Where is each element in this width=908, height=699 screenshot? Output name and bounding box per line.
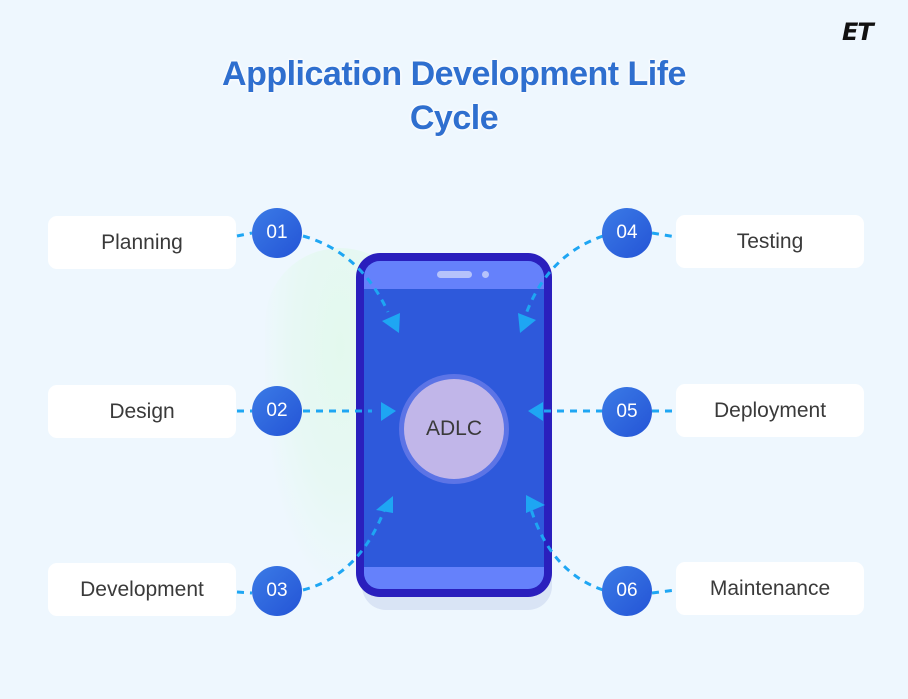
phone-bottom-bar — [364, 567, 544, 589]
curve-06 — [528, 505, 604, 592]
connector-testing — [651, 231, 677, 239]
step-card-deployment: Deployment — [676, 384, 864, 437]
step-label: Testing — [736, 229, 804, 253]
step-label: Design — [109, 399, 175, 423]
adlc-label: ADLC — [425, 417, 483, 440]
adlc-hub: ADLC — [404, 379, 504, 479]
arrow-head-06 — [526, 495, 545, 513]
step-badge-02: 02 — [252, 386, 302, 436]
step-number: 03 — [266, 580, 288, 601]
step-label: Deployment — [713, 398, 827, 422]
phone-illustration: ADLC — [356, 253, 552, 597]
step-card-planning: Planning — [48, 216, 236, 269]
curve-01 — [302, 234, 390, 313]
title-line-2: Cycle — [409, 99, 499, 137]
curve-03 — [302, 507, 387, 592]
step-number: 04 — [616, 222, 638, 243]
arrow-head-03 — [376, 496, 393, 513]
connector-development — [236, 590, 253, 595]
camera-icon — [482, 271, 489, 278]
brand-logo: ET — [842, 18, 874, 46]
step-card-design: Design — [48, 385, 236, 438]
arrow-head-05 — [528, 402, 543, 421]
connector-planning — [236, 231, 253, 238]
arrow-head-04 — [518, 313, 536, 333]
connector-maintenance — [651, 588, 677, 595]
step-card-development: Development — [48, 563, 236, 616]
step-card-testing: Testing — [676, 215, 864, 268]
step-card-maintenance: Maintenance — [676, 562, 864, 615]
phone-screen: ADLC — [364, 261, 544, 589]
step-number: 02 — [266, 400, 288, 421]
arrow-head-01 — [382, 313, 400, 333]
title-line-1: Application Development Life — [222, 55, 686, 93]
step-badge-01: 01 — [252, 208, 302, 258]
step-badge-04: 04 — [602, 208, 652, 258]
speaker-icon — [437, 271, 472, 278]
arrow-head-02 — [381, 402, 396, 421]
step-label: Development — [80, 577, 204, 601]
step-number: 01 — [266, 222, 288, 243]
step-label: Planning — [101, 230, 183, 254]
page-title: Application Development Life Cycle — [0, 52, 908, 140]
step-label: Maintenance — [709, 576, 831, 600]
step-number: 05 — [616, 401, 638, 422]
step-badge-06: 06 — [602, 566, 652, 616]
step-number: 06 — [616, 580, 638, 601]
step-badge-03: 03 — [252, 566, 302, 616]
step-badge-05: 05 — [602, 387, 652, 437]
curve-04 — [524, 234, 604, 315]
